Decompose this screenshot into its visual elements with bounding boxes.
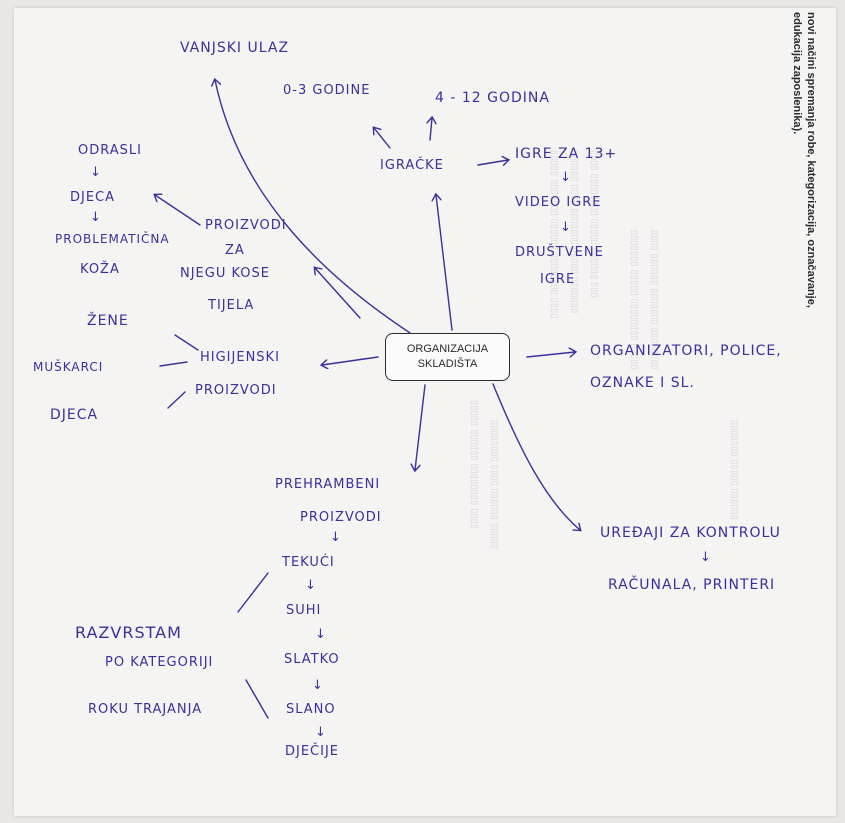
label-organizatori: ORGANIZATORI, POLICE, [590,343,782,359]
label-djeca-bottom: DJECA [50,407,99,423]
label-igre-13: IGRE ZA 13+ [515,146,618,162]
connector-4-12 [430,118,432,141]
connector-higijenski [322,356,379,365]
label-tijela: TIJELA [208,298,255,313]
label-igracke: IGRAČKE [380,158,444,173]
connector-0-3 [374,128,391,149]
label-proizvodi-za: PROIZVODI [205,218,287,233]
label-oznake: OZNAKE I SL. [590,375,695,391]
label-tekuci: TEKUĆI [282,555,335,570]
label-njegu-kose: NJEGU KOSE [180,266,271,281]
label-po-kategoriji: PO KATEGORIJI [105,655,214,670]
connector-igracke [436,195,453,331]
central-node-line-2: SKLADIŠTA [417,358,478,370]
connector-prehrambeni [415,384,426,470]
central-node-organizacija-skladista: ORGANIZACIJA SKLADIŠTA [385,333,510,381]
label-slano: SLANO [286,702,336,717]
label-drustvene: DRUŠTVENE [515,245,604,260]
label-problematicna: PROBLEMATIČNA [55,232,170,246]
label-koza: KOŽA [80,262,120,277]
connector-igre-13 [477,160,508,165]
central-node-line-1: ORGANIZACIJA [406,343,489,355]
label-za: ZA [225,243,245,258]
arrow-down-djeca: ↓ [90,165,102,180]
paper-sheet [14,8,836,816]
label-vanjski-ulaz: VANJSKI ULAZ [180,40,290,56]
label-slatko: SLATKO [284,652,340,667]
arrow-down-problematicna: ↓ [90,210,102,225]
label-igre: IGRE [540,272,576,287]
connector-vanjski-ulaz [215,80,411,334]
arrow-down-tekuci: ↓ [330,530,342,545]
label-proizvodi-higijenski: PROIZVODI [195,383,277,398]
connector-muskarci [159,361,188,367]
connector-zene [174,334,199,351]
connector-organizatori [526,352,575,358]
label-racunala: RAČUNALA, PRINTERI [608,577,776,593]
connector-djeca-h [167,391,186,409]
connector-proizvodi-djeca [155,195,201,226]
arrow-down-racunala: ↓ [700,550,712,565]
connector-roku [245,679,269,719]
label-djeca-top: DJECA [70,190,116,205]
label-prehrambeni: PREHRAMBENI [275,477,381,492]
arrow-down-slatko: ↓ [315,627,327,642]
arrow-down-drustvene: ↓ [560,220,572,235]
connector-razvrstam [237,572,269,613]
arrow-down-djecije: ↓ [315,725,327,740]
label-suhi: SUHI [286,603,322,618]
label-zene: ŽENE [87,313,129,329]
label-proizvodi-prehrambeni: PROIZVODI [300,510,382,525]
label-muskarci: MUŠKARCI [33,360,104,374]
label-age-0-3: 0-3 GODINE [283,83,371,98]
label-roku-trajanja: ROKU TRAJANJA [88,702,203,717]
connector-njega [315,268,361,319]
label-higijenski: HIGIJENSKI [200,350,280,365]
label-razvrstam: RAZVRSTAM [75,623,182,642]
arrow-down-suhi: ↓ [305,578,317,593]
label-uredaji: UREĐAJI ZA KONTROLU [600,525,781,541]
connector-uredaji [492,383,580,530]
label-video-igre: VIDEO IGRE [515,195,602,210]
label-djecije: DJEČIJE [285,744,340,759]
arrow-down-slano: ↓ [312,678,324,693]
label-age-4-12: 4 - 12 GODINA [435,90,550,106]
arrow-down-video: ↓ [560,170,572,185]
label-odrasli: ODRASLI [78,143,142,158]
